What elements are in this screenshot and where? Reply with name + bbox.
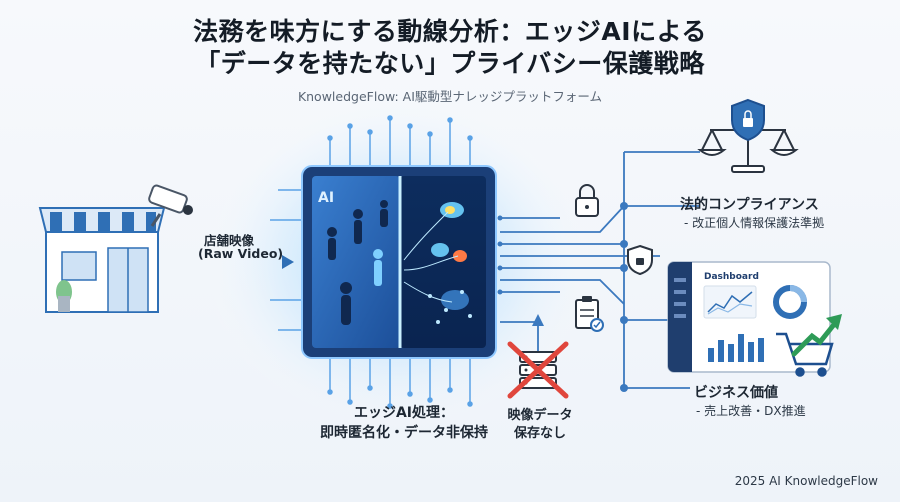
crossed-database-icon xyxy=(507,341,569,399)
dashboard-label: Dashboard xyxy=(704,272,759,282)
business-title: ビジネス価値 xyxy=(694,385,778,401)
chip-label: AI xyxy=(318,190,335,206)
title-line-2: 「データを持たない」プライバシー保護戦略 xyxy=(195,49,705,78)
shield-lock-icon xyxy=(627,244,653,276)
compliance-title: 法的コンプライアンス xyxy=(680,197,819,213)
shield-icon xyxy=(731,98,765,142)
security-camera-icon xyxy=(148,184,193,227)
lock-icon xyxy=(575,184,599,217)
compliance-subtitle: - 改正個人情報保護法準拠 xyxy=(684,216,825,230)
processing-label-2: 即時匿名化・データ非保持 xyxy=(320,425,488,441)
store-icon xyxy=(38,207,166,313)
processing-label-1: エッジAI処理： xyxy=(353,405,455,421)
growth-arrow-icon xyxy=(791,314,842,357)
input-sublabel: (Raw Video) xyxy=(198,246,284,261)
footer-credit: 2025 AI KnowledgeFlow xyxy=(734,474,878,488)
business-subtitle: - 売上改善・DX推進 xyxy=(696,404,806,418)
no-storage-label-1: 映像データ xyxy=(507,408,573,423)
input-label: 店舗映像 xyxy=(204,233,255,248)
clipboard-check-icon xyxy=(575,296,604,332)
output-connections xyxy=(500,151,700,389)
shopping-cart-icon xyxy=(776,332,834,377)
connection-nodes xyxy=(497,202,628,392)
edge-ai-chip xyxy=(301,165,497,359)
subtitle: KnowledgeFlow: AI駆動型ナレッジプラットフォーム xyxy=(297,89,603,104)
no-storage-label-2: 保存なし xyxy=(513,426,566,441)
page-title: 法務を味方にする動線分析：エッジAIによる 「データを持たない」プライバシー保護… xyxy=(0,16,900,80)
chip-pins xyxy=(270,115,473,409)
title-line-1: 法務を味方にする動線分析：エッジAIによる xyxy=(193,17,707,46)
